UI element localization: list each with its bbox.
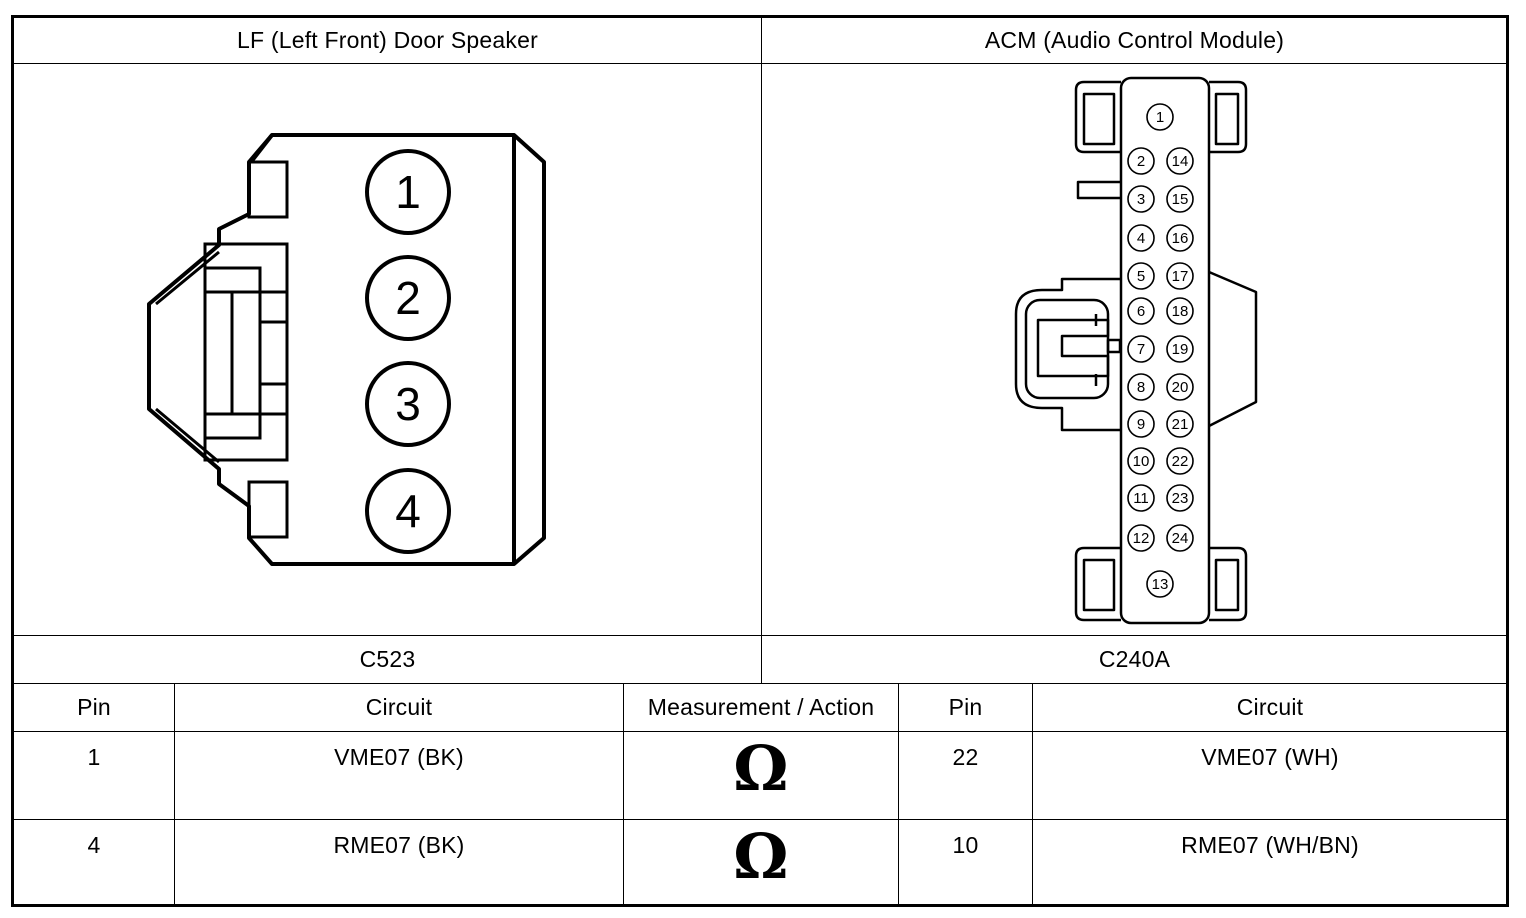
column-header-pin: Pin	[948, 694, 983, 720]
pin-circle	[1166, 262, 1194, 290]
pin-label: 6	[1137, 303, 1145, 320]
pin-circle	[365, 149, 451, 235]
pin-label: 8	[1137, 379, 1145, 396]
right-connector-title: ACM (Audio Control Module)	[984, 27, 1285, 53]
pin-circle	[1166, 297, 1194, 325]
pin-label: 18	[1172, 303, 1189, 320]
pin-label: 15	[1172, 191, 1189, 208]
table-cell-pin: 4	[87, 832, 101, 858]
pin-label: 9	[1137, 416, 1145, 433]
table-cell-circuit: VME07 (WH)	[1201, 744, 1339, 770]
divider	[13, 683, 1509, 684]
pin-circle	[1127, 262, 1155, 290]
pin-circle	[1146, 570, 1174, 598]
table-cell-circuit: VME07 (BK)	[334, 744, 464, 770]
column-header-measurement: Measurement / Action	[647, 694, 875, 720]
pin-circle	[1127, 335, 1155, 363]
pin-circle	[1127, 410, 1155, 438]
pin-label: 23	[1172, 490, 1189, 507]
right-connector-id: C240A	[1098, 646, 1171, 672]
pin-circle	[365, 255, 451, 341]
pin-label: 13	[1152, 576, 1169, 593]
divider	[174, 684, 175, 905]
pin-circle	[1166, 147, 1194, 175]
pin-label: 12	[1133, 530, 1150, 547]
pin-label: 3	[1137, 191, 1145, 208]
pin-circle	[1166, 484, 1194, 512]
pin-label: 20	[1172, 379, 1189, 396]
pin-label: 3	[395, 378, 421, 430]
acm-connector-diagram: 1 2 3 4 5 6 7 8 9 10 11 12 14 15 16 17 1…	[1014, 76, 1258, 625]
pin-label: 2	[395, 272, 421, 324]
column-header-circuit: Circuit	[1236, 694, 1304, 720]
pin-circle	[1166, 524, 1194, 552]
pin-label: 16	[1172, 230, 1189, 247]
pin-label: 5	[1137, 268, 1145, 285]
pin-label: 17	[1172, 268, 1189, 285]
pin-label: 24	[1172, 530, 1189, 547]
divider	[1032, 684, 1033, 905]
divider	[13, 819, 1509, 820]
pin-label: 21	[1172, 416, 1189, 433]
ohm-icon: Ω	[733, 732, 789, 805]
pin-circle	[1166, 373, 1194, 401]
pin-circle	[1127, 484, 1155, 512]
pin-label: 14	[1172, 153, 1189, 170]
pin-circle	[1166, 335, 1194, 363]
pin-circle	[1146, 103, 1174, 131]
pin-circle	[1127, 447, 1155, 475]
pin-label: 2	[1137, 153, 1145, 170]
pin-label: 19	[1172, 341, 1189, 358]
pin-circle	[1127, 524, 1155, 552]
pin-label: 10	[1133, 453, 1150, 470]
table-cell-pin: 10	[952, 832, 979, 858]
pin-circle	[1127, 373, 1155, 401]
pin-circle	[1166, 447, 1194, 475]
pin-circle	[1127, 185, 1155, 213]
pin-label: 4	[1137, 230, 1145, 247]
pin-circles	[1127, 103, 1194, 598]
pin-label: 1	[1156, 109, 1164, 126]
pin-label: 22	[1172, 453, 1189, 470]
left-connector-id: C523	[359, 646, 416, 672]
pin-label: 1	[395, 166, 421, 218]
table-cell-circuit: RME07 (WH/BN)	[1181, 832, 1359, 858]
pin-circle	[1166, 224, 1194, 252]
pin-circle	[1127, 224, 1155, 252]
divider	[623, 684, 624, 905]
pin-circle	[365, 468, 451, 554]
divider	[898, 684, 899, 905]
column-header-pin: Pin	[77, 694, 111, 720]
pin-label: 11	[1133, 490, 1149, 507]
pin-label: 7	[1137, 341, 1145, 358]
pin-circle	[1127, 297, 1155, 325]
table-cell-pin: 22	[952, 744, 979, 770]
diagram-frame	[11, 15, 1509, 907]
table-cell-circuit: RME07 (BK)	[333, 832, 465, 858]
pin-circle	[1166, 185, 1194, 213]
divider	[13, 731, 1509, 732]
pin-circle	[1166, 410, 1194, 438]
divider	[761, 17, 762, 683]
pin-circle	[365, 361, 451, 447]
ohm-icon: Ω	[733, 820, 789, 893]
table-cell-pin: 1	[87, 744, 101, 770]
left-connector-title: LF (Left Front) Door Speaker	[237, 27, 538, 53]
column-header-circuit: Circuit	[365, 694, 433, 720]
pin-label: 4	[395, 485, 421, 537]
pin-circles: 1 2 3 4	[365, 149, 451, 554]
pin-circle	[1127, 147, 1155, 175]
speaker-connector-diagram: 1 2 3 4	[147, 133, 546, 566]
